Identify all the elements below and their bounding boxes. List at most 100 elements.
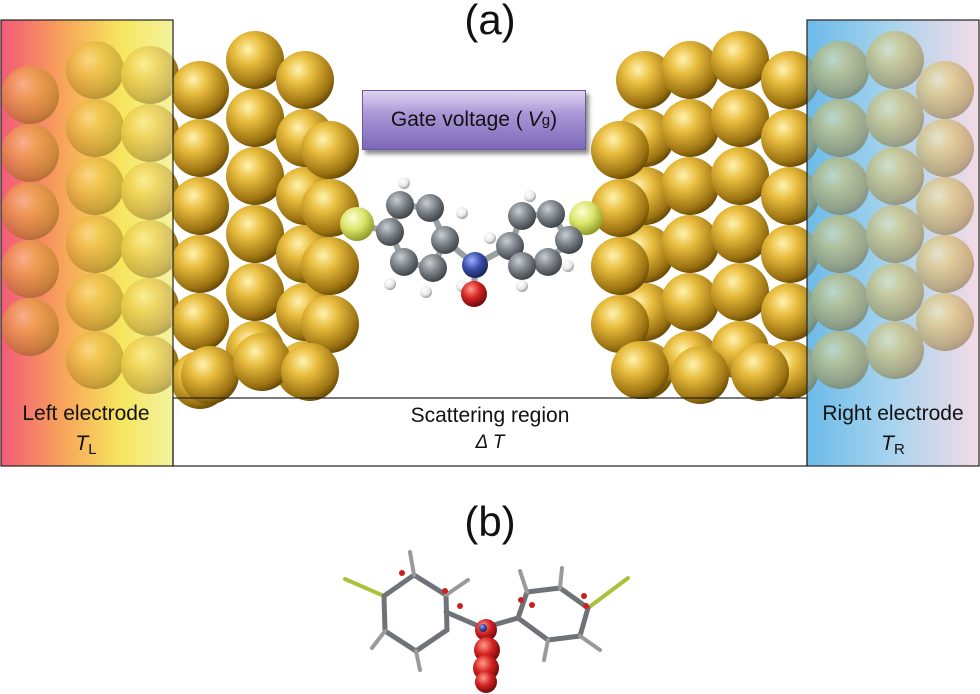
gold-atom xyxy=(711,263,769,321)
density-dot xyxy=(442,588,448,594)
sulfur-atom xyxy=(569,201,603,235)
gold-atom xyxy=(661,41,719,99)
ring-bond-left xyxy=(382,628,419,654)
hydrogen-atom xyxy=(384,278,396,290)
gold-atom xyxy=(276,51,334,109)
carbon-atom xyxy=(386,191,414,219)
gold-atom xyxy=(301,121,359,179)
gold-atom xyxy=(171,177,229,235)
density-dot xyxy=(583,603,589,609)
sulfur-bond-right xyxy=(586,576,630,610)
hydrogen-bond xyxy=(578,634,602,652)
gate-voltage-subscript: g xyxy=(541,111,551,129)
molecule-b xyxy=(343,550,630,693)
gold-atom xyxy=(761,167,819,225)
ring-bond-right xyxy=(545,633,583,643)
hydrogen-bond xyxy=(518,569,529,594)
hydrogen-atom xyxy=(562,260,574,272)
panel-b-label: (b) xyxy=(464,498,516,545)
gold-atom xyxy=(711,31,769,89)
left-electrode-temperature: TL xyxy=(0,432,172,458)
oxygen-lobe xyxy=(475,671,497,693)
right-electrode-overlay xyxy=(807,20,979,466)
sulfur-bond-left xyxy=(343,577,386,598)
hydrogen-atom xyxy=(420,286,432,298)
carbon-atom xyxy=(534,248,562,276)
gold-atom xyxy=(171,293,229,351)
gold-atom xyxy=(281,343,339,401)
gold-atom xyxy=(226,205,284,263)
nitrogen-atom xyxy=(462,252,488,278)
carbon-atom xyxy=(376,218,404,246)
gold-atom xyxy=(226,89,284,147)
hydrogen-bond xyxy=(408,550,416,577)
hydrogen-bond xyxy=(444,578,470,597)
left-electrode-frame xyxy=(0,19,174,467)
density-dot xyxy=(529,602,535,608)
right-electrode-temperature: TR xyxy=(806,432,980,458)
scattering-region-frame xyxy=(172,397,808,467)
gold-atom xyxy=(711,89,769,147)
gold-atom xyxy=(171,119,229,177)
density-dot xyxy=(399,570,405,576)
gold-atom xyxy=(616,51,674,109)
ring-bond-right xyxy=(515,615,551,643)
gold-atom xyxy=(661,215,719,273)
gold-atom xyxy=(761,225,819,283)
ring-bond-left xyxy=(413,627,450,654)
carbon-atom xyxy=(508,202,536,230)
sulfur-atom xyxy=(340,207,374,241)
gold-atom xyxy=(591,237,649,295)
right-electrode-label: Right electrode xyxy=(822,402,964,425)
gold-atom xyxy=(301,237,359,295)
carbon-atom xyxy=(431,226,459,254)
density-dot xyxy=(518,597,524,603)
ring-bond-left xyxy=(381,593,388,634)
hydrogen-bond xyxy=(558,566,564,590)
gold-atom xyxy=(761,109,819,167)
scattering-region-label: Scattering region xyxy=(410,404,570,427)
left-electrode-label: Left electrode xyxy=(22,402,150,425)
hydrogen-bond xyxy=(414,649,422,672)
gold-atom xyxy=(661,273,719,331)
hydrogen-atom xyxy=(456,207,468,219)
gold-atom xyxy=(171,235,229,293)
left-electrode-overlay xyxy=(1,20,173,466)
molecule-a xyxy=(340,177,603,307)
left-temp-subscript: L xyxy=(88,441,97,458)
gold-atom xyxy=(671,346,729,404)
hydrogen-bond xyxy=(542,638,550,662)
gold-atom xyxy=(761,51,819,109)
gold-atom xyxy=(661,157,719,215)
hydrogen-atom xyxy=(516,280,528,292)
density-dot xyxy=(457,603,463,609)
gold-atom xyxy=(711,205,769,263)
ring-bond-right xyxy=(515,589,530,621)
gold-atom xyxy=(661,99,719,157)
gold-atom xyxy=(233,333,291,391)
gold-atom xyxy=(591,295,649,353)
carbon-atom xyxy=(555,226,583,254)
carbon-atom xyxy=(508,252,536,280)
ring-bond-right xyxy=(577,605,591,639)
gold-atom xyxy=(711,147,769,205)
carbon-atom xyxy=(419,254,447,282)
hydrogen-atom xyxy=(398,177,410,189)
carbon-atom xyxy=(390,248,418,276)
gold-atom xyxy=(226,31,284,89)
gold-atom xyxy=(181,346,239,404)
gold-atom xyxy=(226,147,284,205)
gate-voltage-symbol: V xyxy=(527,108,542,131)
carbon-atom xyxy=(416,194,444,222)
gold-atom xyxy=(301,295,359,353)
ring-bond-left xyxy=(411,572,449,598)
scattering-region-delta: Δ T xyxy=(475,432,505,453)
left-temp-symbol: T xyxy=(75,432,89,455)
gate-voltage-text: Gate voltage ( xyxy=(390,108,523,131)
density-dot xyxy=(581,593,587,599)
gold-atom xyxy=(731,343,789,401)
gold-atom xyxy=(761,283,819,341)
gold-atom xyxy=(591,179,649,237)
right-temp-subscript: R xyxy=(893,441,905,458)
